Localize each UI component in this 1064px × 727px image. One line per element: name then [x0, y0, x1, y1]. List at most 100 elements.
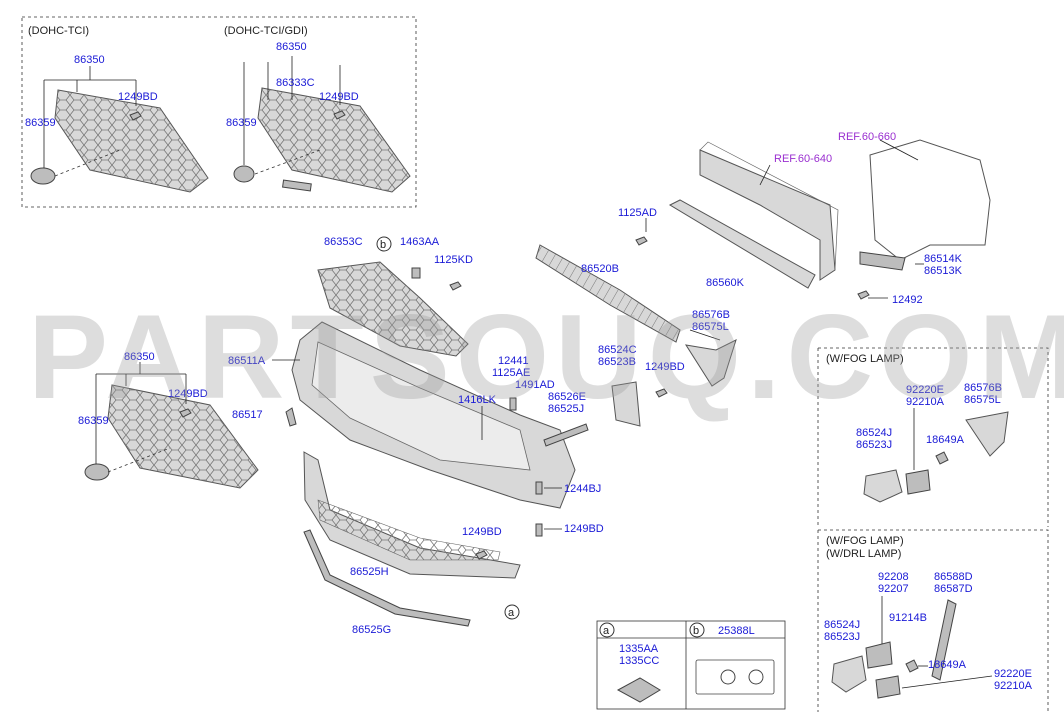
- part-1125kd: 1125KD: [434, 254, 473, 266]
- screw-d: [179, 408, 192, 418]
- callout-a-marker: [504, 604, 520, 620]
- part-86517: 86517: [232, 409, 263, 421]
- bumper-bracket-86517: [285, 407, 297, 427]
- part-86359-c: 86359: [78, 415, 109, 427]
- emblem-b: [233, 165, 255, 183]
- part-92220e-b: 92220E: [994, 668, 1032, 680]
- part-18649a-b: 18649A: [928, 659, 967, 671]
- molding-86525j: [543, 423, 589, 447]
- part-86525j: 86525J: [548, 403, 584, 415]
- header-dohc-tci-gdi: (DOHC-TCI/GDI): [224, 25, 308, 37]
- emblem-c: [84, 463, 110, 481]
- drl-strip: [931, 599, 957, 681]
- part-1463aa: 1463AA: [400, 236, 440, 248]
- part-91214b: 91214B: [889, 612, 927, 624]
- part-92220e-a: 92220E: [906, 384, 944, 396]
- part-18649a-a: 18649A: [926, 434, 965, 446]
- side-bracket-right: [684, 339, 737, 387]
- part-86520b: 86520B: [581, 263, 619, 275]
- fog-lamp-b: [865, 641, 893, 669]
- part-86575l-a: 86575L: [692, 321, 729, 333]
- legend-b: b: [693, 625, 699, 637]
- callout-b-marker: [376, 236, 392, 252]
- lip-molding-86525g: [303, 529, 471, 627]
- front-fender: [869, 139, 991, 261]
- part-86511a: 86511A: [228, 355, 266, 367]
- fog-bulb-a: [935, 451, 949, 465]
- part-86524c: 86524C: [598, 344, 637, 356]
- part-1249bd-e: 1249BD: [462, 526, 502, 538]
- part-86359-a: 86359: [25, 117, 56, 129]
- part-86350-b: 86350: [276, 41, 307, 53]
- part-1249bd-a: 1249BD: [118, 91, 158, 103]
- part-86350-c: 86350: [124, 351, 155, 363]
- screw-12492: [857, 290, 870, 300]
- legend-a-marker: [599, 622, 615, 638]
- part-86575l-b: 86575L: [964, 394, 1001, 406]
- fog-bulb-b: [905, 659, 919, 673]
- clip-1244bj: [535, 481, 543, 495]
- ref-60-660: REF.60-660: [838, 131, 896, 143]
- part-92207: 92207: [878, 583, 909, 595]
- screw-1249bd-c: [655, 388, 668, 398]
- screw-1125kd: [449, 281, 462, 291]
- part-86576b-a: 86576B: [692, 309, 730, 321]
- part-1249bd-c: 1249BD: [645, 361, 685, 373]
- bumper-beam-face: [699, 141, 839, 271]
- fog-lamp-c: [875, 675, 901, 699]
- screw-1249bd-f: [535, 523, 543, 537]
- fog-lamp-box: [818, 347, 1049, 527]
- fender-bracket: [859, 251, 906, 271]
- part-86359-b: 86359: [226, 117, 257, 129]
- legend-b-marker: [689, 622, 705, 638]
- emblem-a: [30, 167, 56, 185]
- callout-b: b: [380, 239, 386, 251]
- legend-a-part2: 1335CC: [619, 655, 659, 667]
- part-86353c: 86353C: [324, 236, 363, 248]
- dohc-variant-box: [21, 16, 417, 208]
- fog-lamp-cover: [965, 411, 1009, 457]
- part-86523j-b: 86523J: [824, 631, 860, 643]
- header-w-fog-lamp: (W/FOG LAMP): [826, 353, 904, 365]
- part-1249bd-d: 1249BD: [168, 388, 208, 400]
- header-w-drl-lamp: (W/DRL LAMP): [826, 548, 901, 560]
- part-1125ad: 1125AD: [618, 207, 657, 219]
- watermark: PARTSOUQ.COM: [28, 290, 1064, 424]
- part-1125ae: 1125AE: [492, 367, 530, 379]
- part-86588d: 86588D: [934, 571, 973, 583]
- clip-1463aa: [411, 267, 421, 279]
- legend-a-clip-icon: [616, 677, 661, 703]
- part-92210a-a: 92210A: [906, 396, 945, 408]
- fog-lamp-a: [905, 469, 931, 495]
- part-1491ad: 1491AD: [515, 379, 555, 391]
- lower-stay: [668, 199, 816, 289]
- legend-b-part: 25388L: [718, 625, 755, 637]
- bumper-beam: [699, 149, 836, 281]
- part-86560k: 86560K: [706, 277, 745, 289]
- screw-1249bd-e: [475, 550, 488, 560]
- part-92210a-b: 92210A: [994, 680, 1033, 692]
- part-1244bj: 1244BJ: [564, 483, 601, 495]
- part-92208: 92208: [878, 571, 909, 583]
- callout-a: a: [508, 607, 515, 619]
- screw-a: [129, 111, 142, 121]
- screw-b: [333, 110, 346, 120]
- bumper-opening: [311, 341, 531, 471]
- part-12441: 12441: [498, 355, 529, 367]
- part-86576b-b: 86576B: [964, 382, 1002, 394]
- header-w-fog-lamp-2: (W/FOG LAMP): [826, 535, 904, 547]
- part-86514k: 86514K: [924, 253, 963, 265]
- legend-a-part1: 1335AA: [619, 643, 659, 655]
- part-86526e: 86526E: [548, 391, 586, 403]
- part-86524j-a: 86524J: [856, 427, 892, 439]
- part-86524j-b: 86524J: [824, 619, 860, 631]
- part-12492: 12492: [892, 294, 923, 306]
- part-86525g: 86525G: [352, 624, 391, 636]
- fog-lamp-bezel-b: [831, 655, 867, 693]
- part-86525h: 86525H: [350, 566, 389, 578]
- screw-1125ad: [635, 236, 648, 246]
- grille-plate: [282, 179, 312, 192]
- fog-drl-box: [818, 529, 1049, 712]
- part-86523j-a: 86523J: [856, 439, 892, 451]
